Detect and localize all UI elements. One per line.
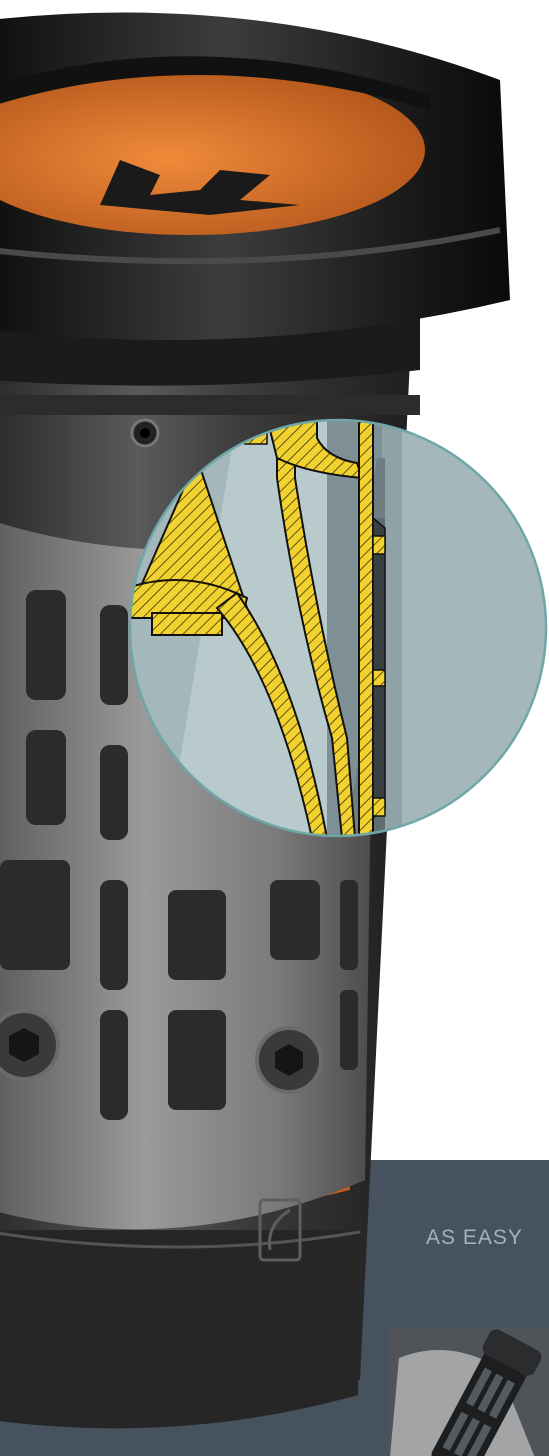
- cutaway-callout: [128, 418, 548, 838]
- logo-mark-icon: [258, 1198, 302, 1262]
- feature-thumbnail[interactable]: [389, 1328, 549, 1456]
- hex-screw-icon: [0, 418, 323, 1094]
- thumbnail-image: [389, 1328, 549, 1456]
- feature-tagline: AS EASY: [426, 1226, 523, 1249]
